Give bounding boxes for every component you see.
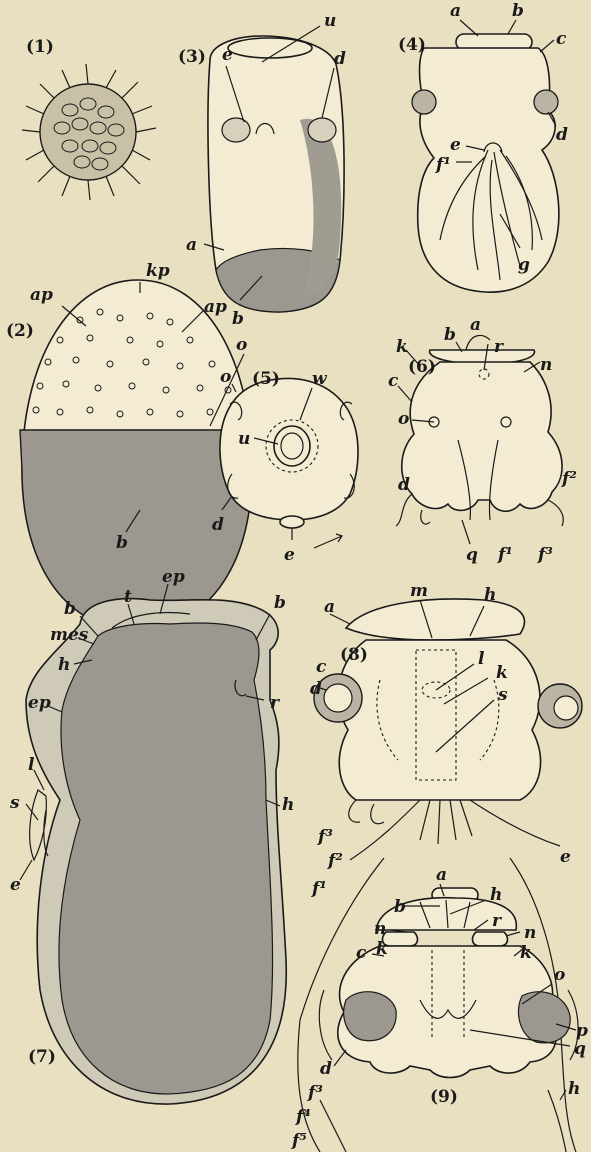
figure-4: a b (4) c d e f¹ g (398, 1, 568, 292)
label-s: s (9, 793, 20, 813)
label-a: a (470, 315, 481, 335)
figure-5-number: (5) (252, 369, 280, 389)
label-mes: mes (50, 625, 89, 645)
figure-9: a h b r n n c k k o p q d f³ f⁴ f⁵ (9) h (291, 858, 588, 1152)
label-d: d (310, 679, 322, 699)
figure-2: kp ap ap o (2) b (6, 261, 252, 630)
label-h: h (58, 655, 70, 675)
label-b: b (64, 599, 76, 619)
figure-1: (1) (22, 37, 156, 200)
figure-3-number: (3) (178, 47, 206, 67)
label-f1: f¹ (497, 545, 513, 565)
label-ep: ep (162, 567, 185, 587)
label-d: d (556, 125, 568, 145)
figure-7-number: (7) (28, 1047, 56, 1067)
label-d: d (334, 49, 346, 69)
label-c: c (388, 371, 399, 391)
label-o: o (398, 409, 409, 429)
label-e: e (450, 135, 461, 155)
label-n: n (374, 919, 386, 939)
label-b: b (444, 325, 456, 345)
label-g: g (518, 255, 530, 275)
label-w: w (312, 369, 328, 389)
label-u: u (324, 11, 336, 31)
label-o: o (236, 335, 247, 355)
label-e: e (222, 45, 233, 65)
label-f2: f² (327, 851, 343, 871)
label-m: m (410, 581, 428, 601)
label-ep: ep (28, 693, 51, 713)
figure-1-number: (1) (26, 37, 54, 57)
figure-8-number: (8) (340, 645, 368, 665)
label-f1: f¹ (311, 879, 327, 899)
label-l: l (28, 755, 35, 775)
label-h: h (490, 885, 502, 905)
label-f3: f³ (537, 545, 553, 565)
label-f3: f³ (307, 1083, 323, 1103)
label-q: q (574, 1039, 586, 1059)
figure-6: b a r n k (6) c o d q f¹ f³ f² (388, 315, 577, 565)
label-b: b (394, 897, 406, 917)
label-kp: kp (146, 261, 170, 281)
label-n: n (540, 355, 552, 375)
label-b: b (512, 1, 524, 21)
figure-4-number: (4) (398, 35, 426, 55)
figure-2-number: (2) (6, 321, 34, 341)
label-h: h (484, 585, 496, 605)
label-c: c (556, 29, 567, 49)
label-s: s (497, 685, 508, 705)
label-ap-right: ap (204, 297, 227, 317)
label-n: n (524, 923, 536, 943)
label-r: r (270, 693, 280, 713)
figure-7: ep t b mes h ep l s e b r h (7) (9, 567, 294, 1104)
label-a: a (436, 865, 447, 885)
label-r: r (494, 337, 504, 357)
label-k: k (496, 663, 508, 683)
label-k: k (520, 943, 532, 963)
label-b: b (274, 593, 286, 613)
label-a: a (450, 1, 461, 21)
label-ap: ap (30, 285, 53, 305)
label-f5: f⁵ (291, 1131, 307, 1151)
label-c: c (356, 943, 367, 963)
label-f4: f⁴ (295, 1107, 311, 1127)
label-f1: f¹ (435, 155, 451, 175)
figure-8: a m h (8) l k s c d e f³ f² f¹ (310, 581, 582, 899)
label-h: h (282, 795, 294, 815)
label-r: r (492, 911, 502, 931)
label-k: k (396, 337, 408, 357)
label-a: a (186, 235, 197, 255)
label-o: o (220, 367, 231, 387)
label-a: a (324, 597, 335, 617)
figure-6-number: (6) (408, 357, 436, 377)
label-d: d (398, 475, 410, 495)
label-d: d (212, 515, 224, 535)
label-o: o (554, 965, 565, 985)
label-h: h (568, 1079, 580, 1099)
label-b: b (116, 533, 128, 553)
label-f3: f³ (317, 827, 333, 847)
label-k: k (376, 939, 388, 959)
label-u: u (238, 429, 250, 449)
label-p: p (576, 1021, 588, 1041)
label-q: q (466, 545, 478, 565)
label-d: d (320, 1059, 332, 1079)
label-c: c (316, 657, 327, 677)
label-e: e (284, 545, 295, 565)
label-b: b (232, 309, 244, 329)
label-l: l (478, 649, 485, 669)
label-f2: f² (561, 469, 577, 489)
label-e: e (560, 847, 571, 867)
figure-3: u (3) e d a b (178, 11, 346, 329)
label-t: t (124, 587, 132, 607)
figure-9-number: (9) (430, 1087, 458, 1107)
label-e: e (10, 875, 21, 895)
